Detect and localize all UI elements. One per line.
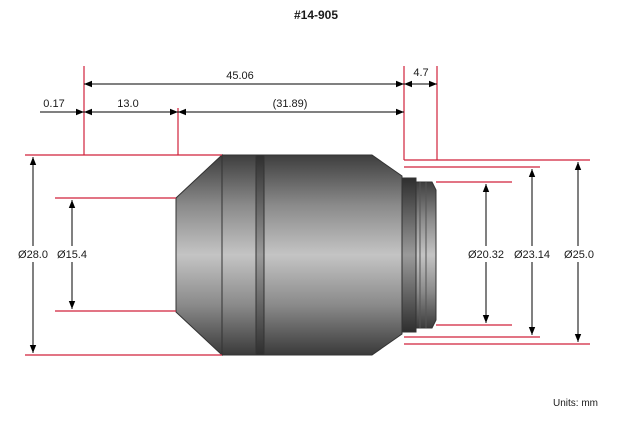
- dim-mid-section: (31.89): [273, 98, 308, 110]
- dim-mount-diameter: Ø25.0: [564, 249, 594, 261]
- thread-neck: [401, 177, 417, 333]
- dim-front-section: 13.0: [117, 98, 138, 110]
- units-label: Units: mm: [553, 398, 598, 409]
- front-collar: [221, 154, 261, 356]
- dim-front-aperture: Ø15.4: [57, 249, 87, 261]
- dim-thread-diameter: Ø20.32: [468, 249, 504, 261]
- dim-front-offset: 0.17: [43, 98, 64, 110]
- dim-thread-length: 4.7: [413, 67, 428, 79]
- front-cone: [175, 153, 223, 357]
- dim-overall-length: 45.06: [226, 70, 254, 82]
- body-groove: [255, 154, 265, 356]
- main-barrel: [263, 154, 403, 356]
- part-number: #14-905: [294, 8, 338, 22]
- dim-outer-diameter: Ø28.0: [18, 249, 48, 261]
- label-backgrounds: [14, 246, 596, 262]
- extension-lines: [25, 66, 590, 356]
- dim-thread-shoulder: Ø23.14: [514, 249, 550, 261]
- objective-lens-body: [175, 153, 437, 357]
